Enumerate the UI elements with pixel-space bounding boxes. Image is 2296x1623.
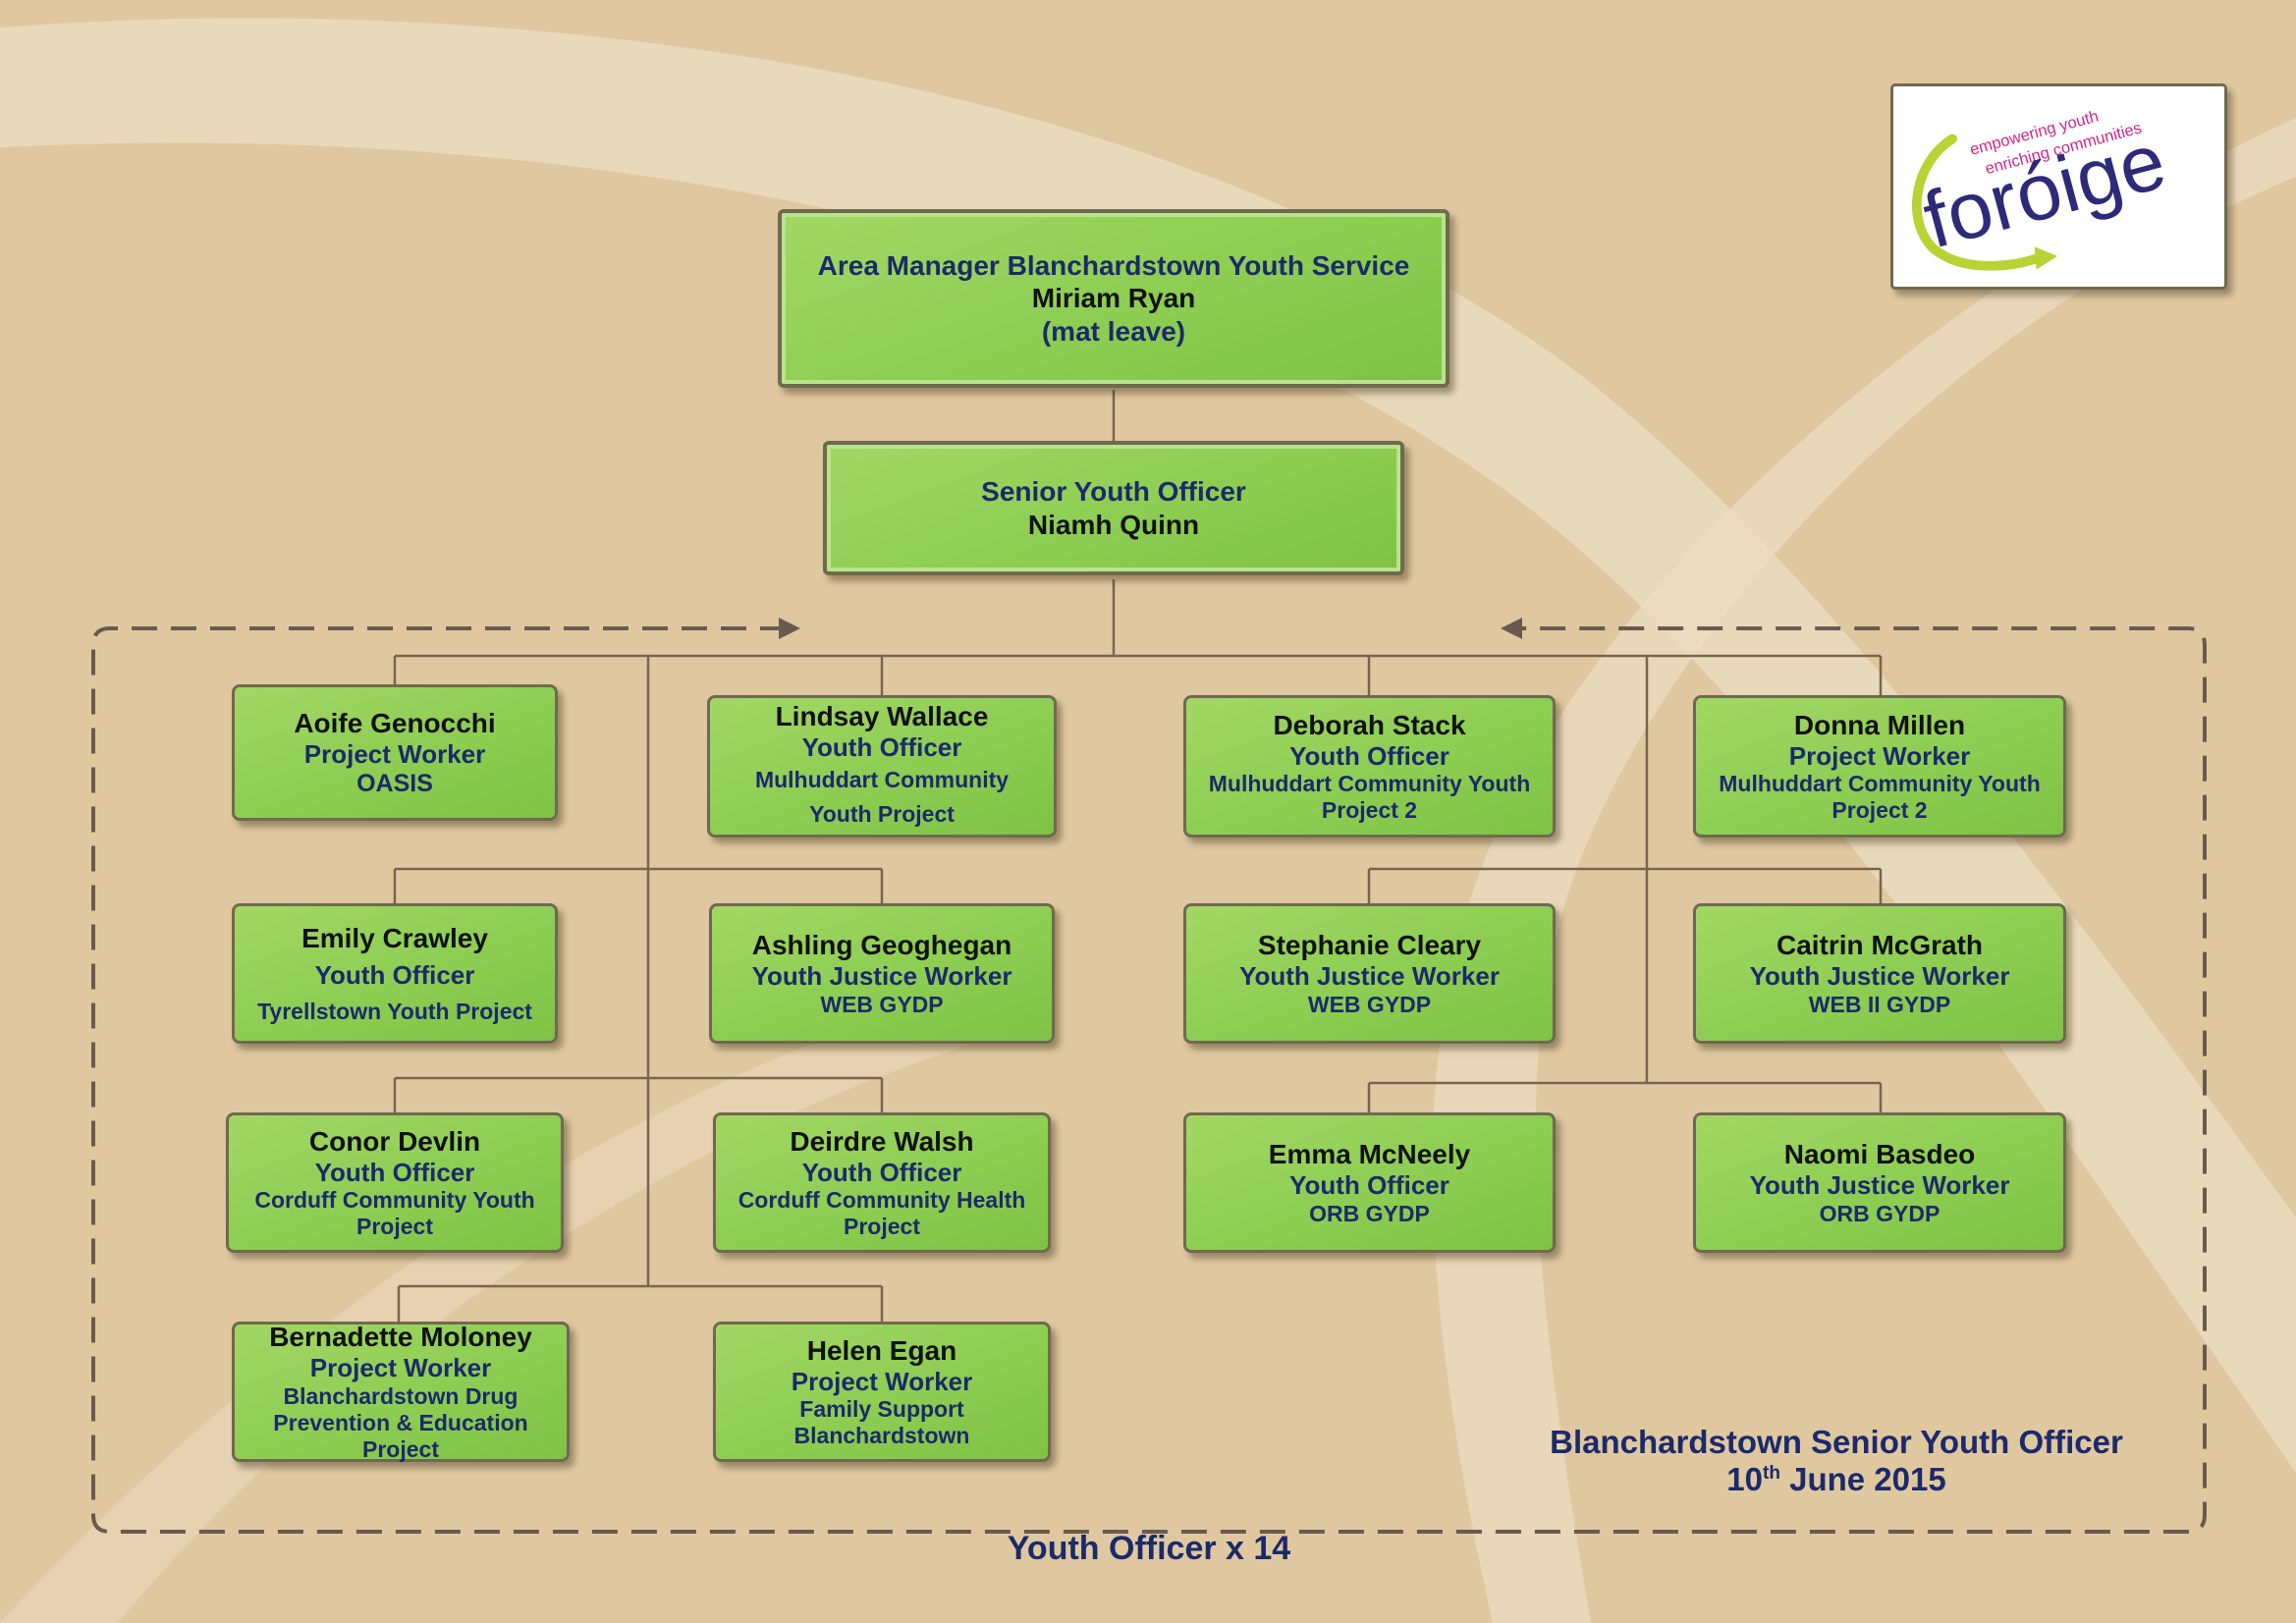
- node-project: Corduff Community Health Project: [738, 1187, 1026, 1240]
- node-name: Aoife Genocchi: [294, 707, 496, 738]
- node-project: Family Support Blanchardstown: [793, 1396, 970, 1449]
- dashed-boundary: [91, 626, 2207, 1534]
- node-role: Youth Officer: [801, 1157, 962, 1187]
- node-role: Senior Youth Officer: [981, 476, 1246, 508]
- node-name: Miriam Ryan: [1031, 283, 1196, 314]
- node-helen-egan[interactable]: Helen Egan Project Worker Family Support…: [713, 1322, 1051, 1462]
- node-project: ORB GYDP: [1819, 1200, 1941, 1226]
- node-conor-devlin[interactable]: Conor Devlin Youth Officer Corduff Commu…: [226, 1112, 564, 1253]
- node-senior-youth-officer[interactable]: Senior Youth Officer Niamh Quinn: [823, 441, 1404, 575]
- node-role: Project Worker: [1788, 740, 1971, 771]
- node-project: WEB GYDP: [820, 991, 944, 1017]
- foroige-logo: empowering youth enriching communities f…: [1890, 83, 2227, 290]
- node-area-manager[interactable]: Area Manager Blanchardstown Youth Servic…: [778, 209, 1449, 388]
- node-project: ORB GYDP: [1309, 1200, 1430, 1226]
- node-donna-millen[interactable]: Donna Millen Project Worker Mulhuddart C…: [1693, 695, 2066, 838]
- node-role: Youth Officer: [1289, 1170, 1449, 1201]
- node-name: Deirdre Walsh: [790, 1125, 974, 1157]
- node-name: Emma McNeely: [1268, 1139, 1471, 1170]
- node-name: Stephanie Cleary: [1257, 930, 1482, 961]
- date-day: 10: [1726, 1461, 1763, 1497]
- node-name: Helen Egan: [806, 1334, 957, 1366]
- node-note: (mat leave): [1041, 315, 1186, 347]
- node-project: Mulhuddart Community Youth Project: [754, 766, 1010, 828]
- node-name: Lindsay Wallace: [775, 701, 989, 731]
- node-role: Project Worker: [303, 738, 486, 769]
- node-aoife-genocchi[interactable]: Aoife Genocchi Project Worker OASIS: [232, 684, 558, 821]
- node-stephanie-cleary[interactable]: Stephanie Cleary Youth Justice Worker WE…: [1183, 903, 1556, 1044]
- node-name: Naomi Basdeo: [1783, 1139, 1976, 1170]
- date-rest: June 2015: [1779, 1461, 1946, 1497]
- node-name: Conor Devlin: [308, 1125, 481, 1157]
- arrow-left-icon: [1501, 618, 1522, 639]
- node-name: Emily Crawley: [301, 923, 488, 954]
- node-role: Youth Officer: [314, 1157, 475, 1187]
- node-project: Mulhuddart Community Youth Project 2: [1208, 771, 1531, 824]
- node-role: Youth Justice Worker: [1239, 961, 1500, 992]
- node-lindsay-wallace[interactable]: Lindsay Wallace Youth Officer Mulhuddart…: [707, 695, 1057, 838]
- node-bernadette-moloney[interactable]: Bernadette Moloney Project Worker Blanch…: [232, 1322, 570, 1462]
- node-role: Project Worker: [791, 1366, 973, 1396]
- node-project: Tyrellstown Youth Project: [257, 998, 532, 1024]
- node-caitrin-mcgrath[interactable]: Caitrin McGrath Youth Justice Worker WEB…: [1693, 903, 2066, 1044]
- node-ashling-geoghegan[interactable]: Ashling Geoghegan Youth Justice Worker W…: [709, 903, 1055, 1044]
- node-role: Youth Justice Worker: [1749, 1170, 2010, 1201]
- node-project: OASIS: [356, 769, 433, 797]
- node-deirdre-walsh[interactable]: Deirdre Walsh Youth Officer Corduff Comm…: [713, 1112, 1051, 1253]
- foroige-logo-graphic: empowering youth enriching communities f…: [1911, 108, 2174, 271]
- chart-caption-title: Blanchardstown Senior Youth Officer: [1550, 1424, 2123, 1460]
- node-emily-crawley[interactable]: Emily Crawley Youth Officer Tyrellstown …: [232, 903, 558, 1044]
- node-name: Niamh Quinn: [1027, 509, 1200, 540]
- node-role: Area Manager Blanchardstown Youth Servic…: [817, 250, 1410, 282]
- node-role: Project Worker: [309, 1353, 492, 1382]
- node-role: Youth Justice Worker: [751, 961, 1012, 992]
- node-project: WEB II GYDP: [1808, 991, 1951, 1017]
- node-name: Deborah Stack: [1273, 709, 1466, 740]
- chart-caption-date: 10th June 2015: [1483, 1461, 2190, 1498]
- node-deborah-stack[interactable]: Deborah Stack Youth Officer Mulhuddart C…: [1183, 695, 1556, 838]
- node-name: Bernadette Moloney: [269, 1321, 532, 1352]
- date-suffix: th: [1763, 1463, 1780, 1484]
- node-role: Youth Officer: [801, 732, 962, 763]
- node-emma-mcneely[interactable]: Emma McNeely Youth Officer ORB GYDP: [1183, 1112, 1556, 1253]
- node-role: Youth Officer: [314, 960, 475, 991]
- node-role: Youth Officer: [1289, 740, 1449, 771]
- arrow-right-icon: [779, 618, 800, 639]
- footer-count: Youth Officer x 14: [1007, 1530, 1291, 1567]
- node-name: Caitrin McGrath: [1776, 930, 1984, 961]
- node-role: Youth Justice Worker: [1749, 961, 2010, 992]
- node-project: Blanchardstown Drug Prevention & Educati…: [273, 1382, 528, 1462]
- node-name: Ashling Geoghegan: [751, 930, 1012, 961]
- node-name: Donna Millen: [1793, 709, 1966, 740]
- node-project: WEB GYDP: [1307, 991, 1432, 1017]
- node-naomi-basdeo[interactable]: Naomi Basdeo Youth Justice Worker ORB GY…: [1693, 1112, 2066, 1253]
- node-project: Mulhuddart Community Youth Project 2: [1719, 771, 2041, 824]
- node-project: Corduff Community Youth Project: [254, 1187, 535, 1240]
